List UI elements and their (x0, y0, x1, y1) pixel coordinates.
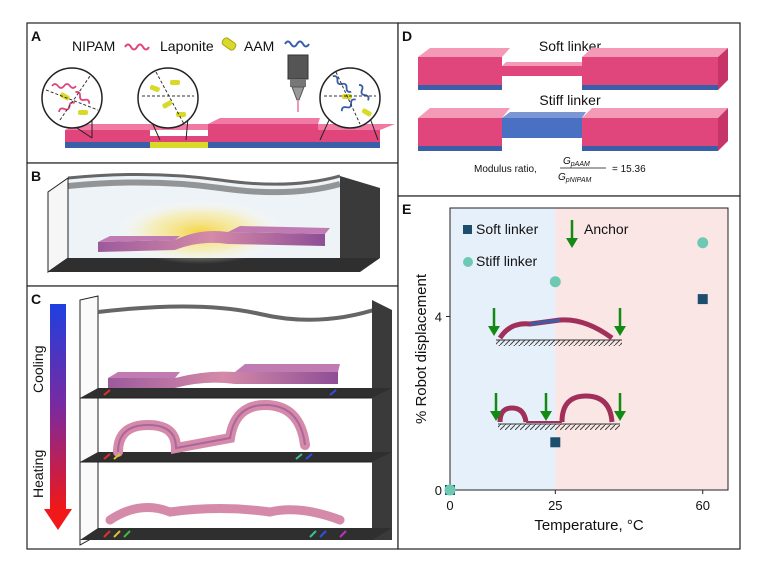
temperature-arrowhead (44, 509, 72, 530)
legend-nipam-label: NIPAM (72, 38, 115, 54)
magnifier-aam (319, 67, 381, 141)
legend-laponite-label: Laponite (160, 38, 214, 54)
anchor-left-icon (488, 308, 500, 336)
soft-linker-point (697, 294, 708, 305)
legend-stiff-label: Stiff linker (476, 253, 538, 269)
heating-region (555, 208, 728, 490)
magnifier-laponite (137, 67, 199, 141)
panel-a: A NIPAM Laponite AAM (26, 22, 399, 164)
plot-frame (449, 207, 729, 491)
plot-legend: Soft linker Stiff linker Anchor (463, 220, 629, 269)
ratio-numerator: GpAAM (563, 156, 590, 168)
stiff-linker-label: Stiff linker (539, 92, 601, 108)
modulus-ratio: Modulus ratio, GpAAM GpNIPAM = 15.36 (474, 156, 646, 184)
panel-d-letter: D (402, 28, 412, 44)
temperature-arrow (50, 304, 66, 509)
soft-linker-point (550, 437, 561, 448)
anchor-right-icon-2 (614, 393, 626, 421)
soft-linker-label: Soft linker (539, 38, 602, 54)
strip-heated (105, 503, 345, 525)
cooling-region (450, 208, 556, 490)
soft-linker-strip (418, 48, 728, 90)
printed-strip (65, 118, 395, 148)
x-tick-label: 0 (446, 498, 453, 513)
aam-chain-icon (284, 40, 310, 48)
strip-cooled (108, 364, 340, 388)
modulus-ratio-prefix: Modulus ratio, (474, 164, 537, 175)
printer-nozzle-icon (287, 54, 309, 112)
laponite-platelet-icon (221, 37, 237, 51)
panel-a-letter: A (31, 28, 41, 44)
legend-aam-label: AAM (244, 38, 274, 54)
heated-strip (98, 226, 330, 252)
x-tick-label: 25 (548, 498, 562, 513)
soft-linker-inset (490, 393, 626, 430)
y-tick-label: 4 (435, 309, 442, 324)
panel-b: B (26, 162, 399, 287)
panel-c-letter: C (31, 291, 41, 307)
ratio-denominator: GpNIPAM (558, 172, 591, 184)
tank-stack (79, 295, 392, 546)
panel-d: D Soft linker Stiff linker Modulus (397, 22, 741, 197)
panel-e-letter: E (402, 201, 411, 217)
legend-anchor-label: Anchor (584, 221, 629, 237)
y-axis-label: % Robot displacement (413, 273, 430, 424)
displacement-plot: 0 25 60 0 4 Temperature, °C % Robot displace… (413, 207, 729, 534)
stiff-linker-point (549, 276, 561, 288)
track-markers (103, 389, 347, 538)
heating-label: Heating (30, 450, 46, 498)
y-tick-label: 0 (435, 483, 442, 498)
legend-soft-label: Soft linker (476, 221, 539, 237)
stiff-linker-point (444, 484, 456, 496)
stiff-linker-strip (418, 108, 728, 151)
water-tank (47, 172, 380, 273)
x-tick-label: 60 (695, 498, 709, 513)
legend-stiff-marker (463, 257, 473, 267)
anchor-right-icon (614, 308, 626, 336)
anchor-icon (566, 220, 578, 248)
legend-soft-marker (463, 225, 472, 234)
stiff-linker-point (697, 237, 709, 249)
anchor-left-icon-2 (490, 393, 502, 421)
x-axis-label: Temperature, °C (534, 517, 644, 534)
panel-e: E 0 25 60 0 4 Temperature, °C % Robot displa… (397, 195, 741, 550)
magnifier-nipam (41, 67, 103, 139)
modulus-ratio-value: = 15.36 (612, 164, 646, 175)
strip-heating (113, 399, 310, 457)
nipam-chain-icon (124, 43, 150, 51)
stiff-linker-inset (488, 308, 626, 346)
cooling-label: Cooling (30, 346, 46, 393)
panel-b-letter: B (31, 168, 41, 184)
panel-c: C Cooling Heating (26, 285, 399, 550)
anchor-mid-icon (540, 393, 552, 421)
